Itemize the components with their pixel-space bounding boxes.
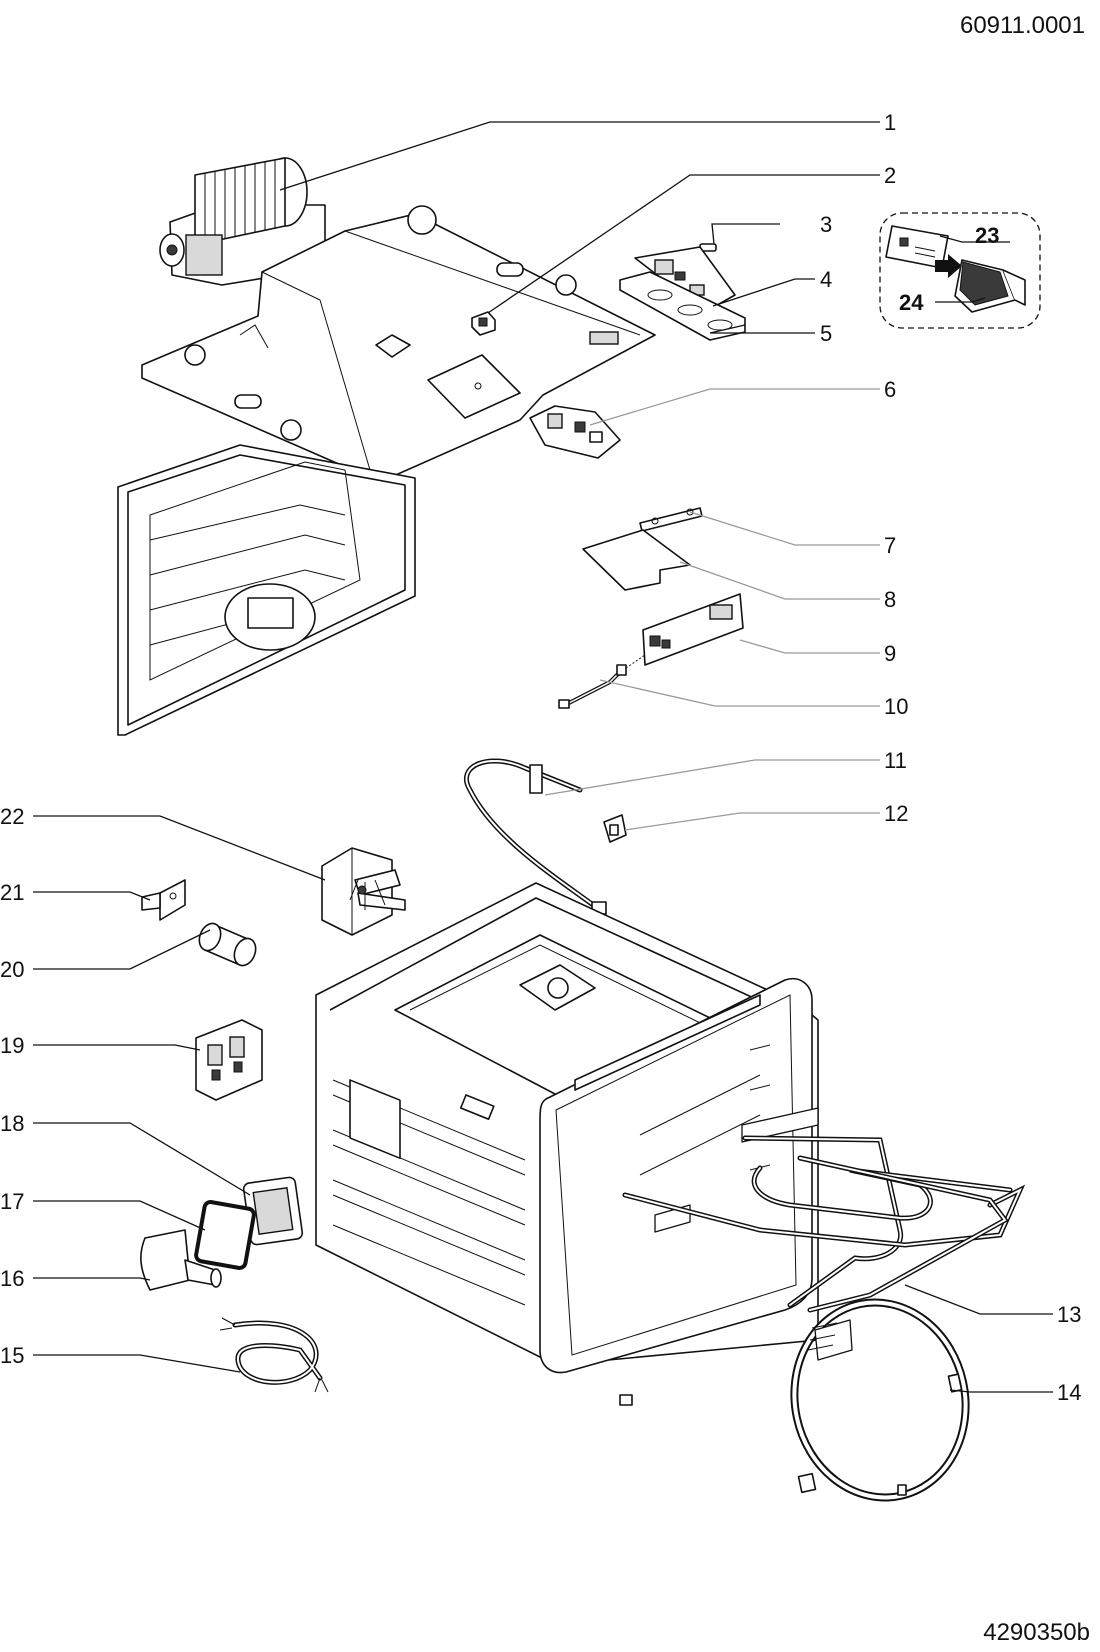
doc-number: 60911.0001 [960,12,1085,39]
drawing-number: 4290350b [983,1619,1090,1646]
part-6-terminal-block [529,405,621,459]
part-21-bracket [141,879,186,921]
callout-10: 10 [884,694,908,719]
callout-21: 21 [0,880,24,905]
part-4-control-board [634,246,736,313]
callout-7: 7 [884,533,896,558]
callout-17: 17 [0,1189,24,1214]
callout-3: 3 [820,212,832,237]
callout-labels: 1 2 3 4 5 6 7 8 9 10 11 12 13 14 15 16 1… [0,110,1081,1405]
leader-lines [33,121,1053,1393]
part-20-capacitor [198,922,257,967]
callout-1: 1 [884,110,896,135]
callout-18: 18 [0,1111,24,1136]
part-8-insulation-plate [582,529,691,591]
callout-14: 14 [1057,1380,1081,1405]
callout-24: 24 [899,290,924,315]
callout-16: 16 [0,1266,24,1291]
part-9-display-board [642,593,744,666]
part-2-switch [471,311,496,336]
part-19-terminal-block [195,1019,263,1101]
top-plate [141,205,656,483]
callout-15: 15 [0,1343,24,1368]
part-1-tangential-fan [159,157,326,286]
callout-19: 19 [0,1033,24,1058]
callout-13: 13 [1057,1302,1081,1327]
part-15-power-cable [219,1317,329,1393]
part-16-lamp-holder [140,1229,222,1291]
oven-cavity [315,882,819,1406]
part-5-board-holder [619,271,746,341]
part-14-circular-element [790,1298,970,1502]
callout-22: 22 [0,804,24,829]
part-7-bracket [639,507,703,532]
part-17-lamp-seal [194,1200,256,1270]
callout-4: 4 [820,267,832,292]
callout-6: 6 [884,377,896,402]
callout-11: 11 [884,748,907,773]
door-panel [117,444,416,736]
part-18-lamp-glass [242,1176,304,1246]
inset-box-23-24 [879,212,1041,329]
part-22-fan-motor [321,847,406,936]
callout-5: 5 [820,321,832,346]
callout-20: 20 [0,957,24,982]
callout-2: 2 [884,163,896,188]
part-13-grill-element [622,1107,1026,1313]
callout-8: 8 [884,587,896,612]
callout-9: 9 [884,641,896,666]
callout-23: 23 [975,223,999,248]
part-12-switch [603,814,627,843]
callout-12: 12 [884,801,908,826]
part-10-cable [558,654,646,709]
